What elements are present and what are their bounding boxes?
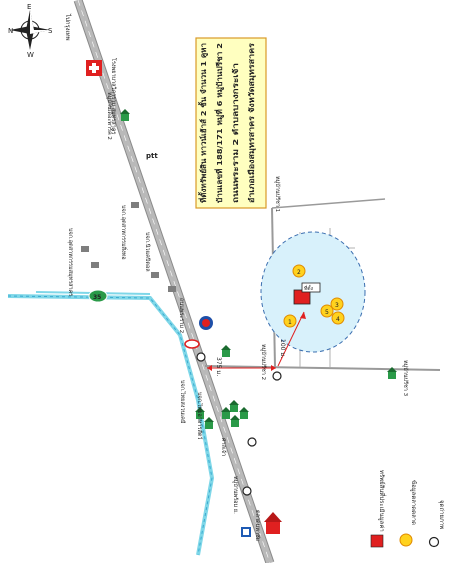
legend-label-subject: ทรัพย์สินที่ประเมินมูลค่า xyxy=(378,470,386,532)
label-village-preecha1: หมู่บ้านปรีชา 1 xyxy=(274,176,281,212)
subject-property-marker: ที่ตั้ง xyxy=(293,282,321,305)
marker-2-label: 2 xyxy=(297,269,301,276)
distance-375: 375 ม. xyxy=(207,357,276,376)
marker-4-label: 4 xyxy=(336,316,340,323)
label-factory-1: บจก.อุตสาหกรรมสมุทรสาคร xyxy=(67,228,74,296)
compass-n: N xyxy=(8,27,13,35)
label-village-preecha3: หมู่บ้านปรีชา 3 xyxy=(402,360,409,397)
label-factory-3: บจก.นิวแคปิตอล xyxy=(144,232,151,272)
label-site-sign: ที่ตั้ง xyxy=(304,283,314,292)
highway-35-badge: 35 xyxy=(88,289,108,303)
label-village-park2: หมู่บ้านเดอะพาร์ค 2 xyxy=(106,92,113,140)
compass-s: S xyxy=(48,27,53,35)
house-icon xyxy=(387,367,397,379)
photo-point-icon xyxy=(196,352,282,496)
label-shrine: ศาลเจ้า xyxy=(220,438,227,456)
hospital-icon xyxy=(86,60,102,76)
marker-5-label: 5 xyxy=(325,309,329,316)
legend: ทรัพย์สินที่ประเมินมูลค่า ข้อมูลตลาดตลาด… xyxy=(370,470,445,548)
label-village-preecha2: หมู่บ้านปรีชา 2 xyxy=(260,344,267,380)
house-icon xyxy=(120,109,130,121)
legend-comp-swatch xyxy=(399,533,413,547)
factory-icon xyxy=(81,202,176,292)
label-road-35: ถนนพระราม 2 xyxy=(178,298,184,333)
label-market: ตลาดมหาชัย xyxy=(254,510,261,541)
info-line-4: อำเภอเมืองสมุทรสาคร จังหวัดสมุทรสาคร xyxy=(247,43,256,203)
ptt-logo: ptt xyxy=(146,152,158,160)
compass-e: E xyxy=(27,3,31,11)
label-factory-5: บจก.ไทยอาหารสัตว์ xyxy=(196,392,203,439)
compass-rose: N S E W xyxy=(8,3,53,59)
info-line-1: ที่ตั้งทรัพย์สิน ทาวน์เฮ้าส์ 2 ชั้น จำนว… xyxy=(197,43,209,203)
label-to-bangkok: ไปกรุงเทพ xyxy=(64,13,72,41)
house-icon xyxy=(195,345,249,429)
gas-station-icon xyxy=(184,316,213,349)
legend-subject-swatch xyxy=(370,534,384,548)
label-dist-100: 100 ม. xyxy=(279,339,286,358)
distance-100: 100 ม. xyxy=(277,311,306,367)
label-village-5: หมู่บ้านพร้อม ย. xyxy=(232,476,239,514)
legend-photo-swatch xyxy=(428,536,440,548)
legend-label-comp: ข้อมูลตลาดตลาด xyxy=(410,480,417,525)
comparable-markers: 1 2 3 4 5 xyxy=(283,264,345,328)
info-box: ที่ตั้งทรัพย์สิน ทาวน์เฮ้าส์ 2 ชั้น จำนว… xyxy=(195,37,267,209)
label-dist-375: 375 ม. xyxy=(215,357,222,376)
label-factory-2: บจก.อุตสาหกรรมสิ่งทอ xyxy=(120,205,128,260)
label-factory-4: บจก.ไทยสงวนเคมี xyxy=(179,380,186,424)
compass-w: W xyxy=(27,51,34,59)
legend-label-photo: จุดถ่ายภาพ xyxy=(438,500,445,529)
info-line-2: บ้านเลขที่ 188/171 หมู่ที่ 6 หมู่บ้านปรี… xyxy=(214,43,225,203)
label-hospital: โรงพยาบาลวิภาราม สมุทรสาคร xyxy=(110,58,118,134)
highway-35-label: 35 xyxy=(93,294,101,301)
marker-3-label: 3 xyxy=(335,302,339,309)
info-line-3: ถนนพระราม 2 ตำบลบางกระเจ้า xyxy=(231,63,240,203)
temple-icon xyxy=(241,512,282,537)
marker-1-label: 1 xyxy=(288,319,292,326)
main-highway xyxy=(73,0,275,563)
